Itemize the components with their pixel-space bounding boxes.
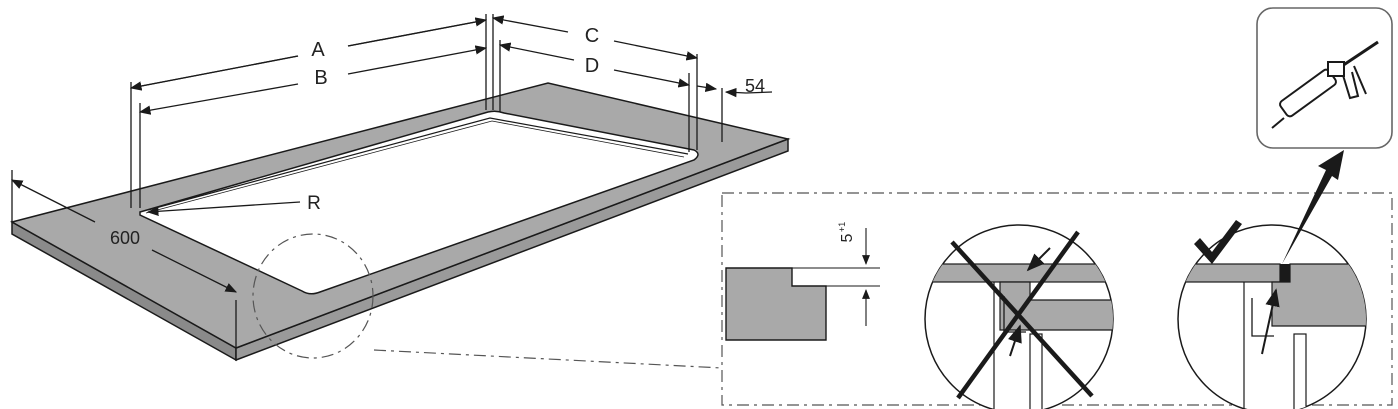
- dimensions: [10, 14, 773, 348]
- label-dim-d: D: [585, 55, 599, 77]
- label-dim-54: 54: [745, 76, 765, 96]
- label-dim-b: B: [314, 67, 327, 89]
- label-dim-c: C: [585, 25, 599, 47]
- label-dim-600: 600: [110, 228, 140, 248]
- label-step: 5: [839, 233, 856, 242]
- cutout-recess-line: [147, 117, 689, 211]
- dimension-labels: A B C D 54 600 R: [110, 25, 765, 248]
- caulking-gun-icon: [1271, 40, 1379, 129]
- step-profile: 5 +1: [725, 222, 880, 341]
- detail-circle: [252, 233, 374, 359]
- worktop-cutout: [139, 110, 699, 295]
- label-radius: R: [307, 193, 321, 214]
- cross-mark-icon: [950, 230, 1094, 400]
- sealant-callout: [1256, 7, 1393, 264]
- label-dim-a: A: [311, 39, 325, 61]
- check-mark-icon: [1194, 220, 1242, 264]
- worktop: [10, 82, 791, 362]
- svg-text:+1: +1: [837, 222, 847, 232]
- correct-installation: [1177, 220, 1367, 409]
- wrong-installation: [924, 224, 1114, 409]
